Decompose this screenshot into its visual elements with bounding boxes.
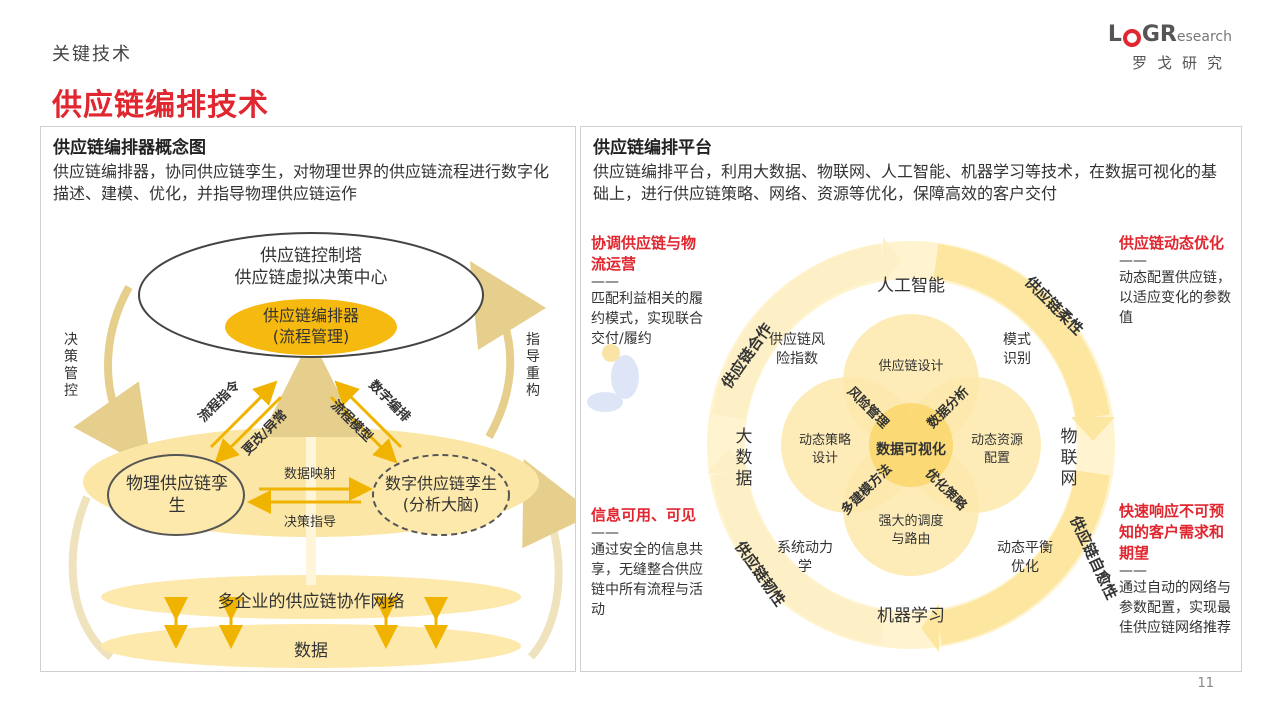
digital-twin-label: 数字供应链孪生 (分析大脑) <box>384 474 497 514</box>
ring-arc-collaboration <box>712 244 886 420</box>
left-panel-heading: 供应链编排器概念图 <box>53 138 206 158</box>
note-coordinate: 协调供应链与物流运营 —— 匹配利益相关的履约模式，实现联合交付/履约 <box>591 234 703 347</box>
label-big-data: 大数据 <box>735 427 753 489</box>
right-panel-heading: 供应链编排平台 <box>593 138 712 158</box>
runner-illustration <box>587 344 639 412</box>
orchestrator-ellipse <box>225 299 397 355</box>
note-visibility: 信息可用、可见 —— 通过安全的信息共享，无缝整合供应链中所有流程与活动 <box>591 506 703 618</box>
guidance-rebuild-arrow <box>469 260 547 439</box>
petal-label-scheduling: 强大的调度与路由 <box>878 514 944 547</box>
physical-twin-circle <box>107 454 245 536</box>
label-pattern-recognition: 模式识别 <box>1003 332 1031 367</box>
outer-ring <box>707 241 1115 649</box>
note-rapid-response: 快速响应不可预知的客户需求和期望 —— 通过自动的网络与参数配置，实现最佳供应链… <box>1119 502 1231 636</box>
label-dynamic-balance: 动态平衡优化 <box>997 540 1053 575</box>
label-system-dynamics: 系统动力学 <box>777 540 833 575</box>
guidance-rebuild-label: 指导重构 <box>526 332 540 399</box>
section-label: 关键技术 <box>52 44 132 65</box>
orchestrator-label: 供应链编排器 (流程管理) <box>262 306 359 346</box>
decision-guidance-label: 决策指导 <box>283 515 336 530</box>
petal-label-strategy: 动态策略设计 <box>798 433 851 466</box>
label-risk-index: 供应链风险指数 <box>769 332 825 367</box>
page-title: 供应链编排技术 <box>52 88 269 123</box>
network-ellipse <box>101 575 521 619</box>
data-label: 数据 <box>294 641 328 661</box>
left-panel-description: 供应链编排器，协同供应链孪生，对物理世界的供应链流程进行数字化描述、建模、优化，… <box>53 162 550 203</box>
physical-twin-label: 物理供应链孪生 <box>126 474 228 516</box>
venn-center <box>869 403 953 487</box>
data-mapping-label: 数据映射 <box>283 467 336 482</box>
right-outer-arc <box>522 458 575 660</box>
page-number: 11 <box>1197 676 1214 691</box>
right-panel: 供应链编排平台 供应链编排平台，利用大数据、物联网、人工智能、机器学习等技术，在… <box>580 126 1242 672</box>
logo-subtitle: 罗戈研究 <box>1131 54 1232 72</box>
ring-arc-self-healing <box>936 470 1110 645</box>
decision-control-arrow <box>73 285 152 470</box>
note-dynamic-optimization: 供应链动态优化 —— 动态配置供应链，以适应变化的参数值 <box>1119 234 1231 326</box>
label-ai: 人工智能 <box>877 276 945 296</box>
decision-control-label: 决策管控 <box>64 332 78 399</box>
label-ml: 机器学习 <box>877 606 945 626</box>
platform-ring-diagram <box>587 237 1115 652</box>
data-ellipse <box>101 624 521 668</box>
petal-left <box>781 377 917 513</box>
control-tower-ellipse <box>138 232 484 358</box>
left-outer-arc <box>68 495 114 661</box>
left-panel: 供应链编排器概念图 供应链编排器，协同供应链孪生，对物理世界的供应链流程进行数字… <box>40 126 576 672</box>
network-label: 多企业的供应链协作网络 <box>217 592 405 612</box>
petal-label-design: 供应链设计 <box>878 359 944 374</box>
orchestrator-concept-diagram <box>68 232 575 668</box>
logo-ring-icon <box>1122 29 1141 47</box>
petal-label-resource: 动态资源配置 <box>970 433 1023 466</box>
control-tower-label: 供应链控制塔 供应链虚拟决策中心 <box>234 246 388 288</box>
right-panel-description: 供应链编排平台，利用大数据、物联网、人工智能、机器学习等技术，在数据可视化的基础… <box>593 162 1218 203</box>
ring-arc-resilience <box>712 470 886 645</box>
digital-twin-circle <box>372 454 510 536</box>
ring-arc-flexibility <box>933 244 1110 420</box>
label-iot: 物联网 <box>1060 427 1078 489</box>
center-label-visualization: 数据可视化 <box>876 442 946 458</box>
